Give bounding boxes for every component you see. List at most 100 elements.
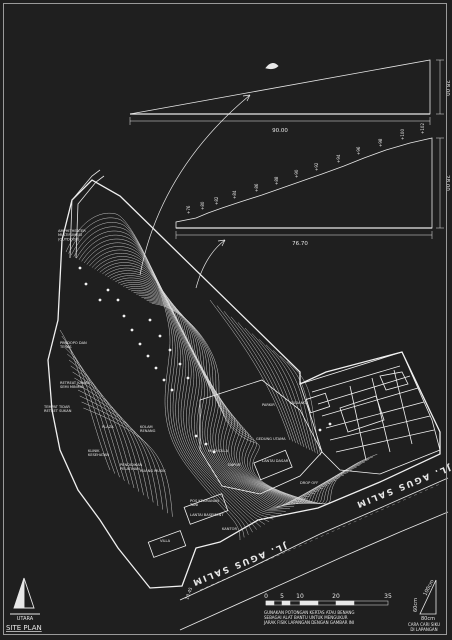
site-label-plaza-line: PLAZA [102,425,114,429]
scale-tick-label: 0 [264,593,268,600]
tree-marker [194,434,198,438]
contour-line [70,222,249,535]
scale-tick-label: 20 [332,593,340,600]
tree-marker [130,328,134,332]
contour-line [81,238,266,525]
site-label-kantor-line: KANTOR [222,527,237,531]
tree-marker [204,442,208,446]
site-label-dapur-line: DAPUR [228,463,241,467]
site-label-parkir-line: PARKIR [262,403,275,407]
contour-line [258,339,310,450]
siku-caption-text-line: DI LAPANGAN [410,627,437,632]
elevation-label: +80 [200,201,205,210]
drawing-title: SITE PLAN [6,624,42,632]
contour-line [272,350,316,453]
section-bottom-height-dim: 28.00 [444,175,450,191]
site-label-pos-keamanan-line: POS KEAMANAN [190,499,219,503]
elevation-label: +94 [336,154,341,163]
site-label-pendidikan-line: PELATIHAN [120,467,140,471]
tree-marker [122,314,126,318]
section-top-profile [129,59,431,115]
section-top-height-dim: 28.00 [444,80,450,96]
street-edge-outer [179,511,449,631]
site-label-dapur: DAPUR [228,463,241,467]
site-label-retreat-ruang-line: RETRET SUKAN [44,409,72,413]
contour-line [151,303,378,505]
contour-line [138,295,357,504]
contour-line [81,401,168,514]
note-line: SEBAGAI ALAT BANTU UNTUK MENGUKUR [264,615,348,620]
tree-marker [98,298,102,302]
section-bottom-profile [175,137,433,229]
tree-marker [148,318,152,322]
elevation-label: +88 [274,176,279,185]
site-label-lantai-dasar: LANTAI DASAR [262,459,289,463]
elevation-label: +98 [378,138,383,147]
site-label-kantor: KANTOR [222,527,237,531]
contour-line [61,335,116,474]
tree-marker [84,282,88,286]
north-arrow-label: UTARA [17,616,34,622]
site-labels: AMPHITHEATERMULTIFUNGSI(OUTDOOR)PENDOPO … [43,229,318,543]
tree-marker [178,362,182,366]
tree-marker [186,376,190,380]
tree-marker [146,354,150,358]
site-label-musholla: MUSHOLLA [208,449,229,453]
contour-line [72,371,144,496]
contour-line [68,359,135,489]
contour-line [65,212,241,541]
site-label-drop-off: DROP OFF [300,481,318,485]
site-label-drop-off-line: DROP OFF [300,481,318,485]
section-callout-arrows [139,94,251,289]
contour-line [209,299,291,441]
street-edge-inner [179,477,449,601]
contour-line [216,305,294,442]
site-label-plaza: PLAZA [102,425,114,429]
contour-line [128,288,340,504]
section-top-width-dim: 90.00 [272,128,288,134]
section-top [129,59,444,125]
site-label-villa: VILLA [160,539,171,543]
elevation-label: +96 [356,146,361,155]
contour-line [237,322,302,446]
elevation-label: +82 [214,196,219,205]
tree-marker [328,422,332,426]
tree-marker [116,298,120,302]
note-line: JARAK FISIK LAPANGAN DENGAN GAMBAR INI [263,620,354,625]
tree-marker [318,428,322,432]
contour-line [97,259,290,510]
contour-line [265,344,313,452]
scale-bar [265,600,389,606]
siku-caption-text-line: CARA CARI SIKU [408,622,440,627]
tree-marker [168,348,172,352]
site-label-amphitheater-line: MULTIFUNGSI [58,233,82,237]
site-label-kesehatan-line: KLINIK [88,449,100,453]
section-bottom-elevations: +76+80+82+84+86+88+90+92+94+96+98+100+10… [186,123,425,214]
site-label-pendopo-line: TERAS [59,345,72,349]
site-label-retreat-kamar-line: SEMI MINIMA [60,385,84,389]
contour-line [70,365,140,492]
site-label-gudang: GUDANG [290,401,306,405]
site-label-gedung-utama: GEDUNG UTAMA [256,437,286,441]
contour-line [68,217,245,538]
tree-marker [106,288,110,292]
site-label-gudang-line: GUDANG [290,401,306,405]
elevation-label: +84 [232,190,237,199]
contour-line [286,361,322,456]
contour-line [102,265,299,508]
contour-line [146,300,370,504]
tree-marker [78,266,82,270]
tree-marker [170,388,174,392]
elevation-label: +86 [254,183,259,192]
contour-line [79,395,164,510]
contour-line [76,383,154,503]
scale-tick-label: 10 [296,593,304,600]
site-boundary [47,179,441,589]
site-label-lantai-dasar-line: LANTAI DASAR [262,459,289,463]
site-label-ruang-musik: RUANG MUSIK [140,469,166,473]
